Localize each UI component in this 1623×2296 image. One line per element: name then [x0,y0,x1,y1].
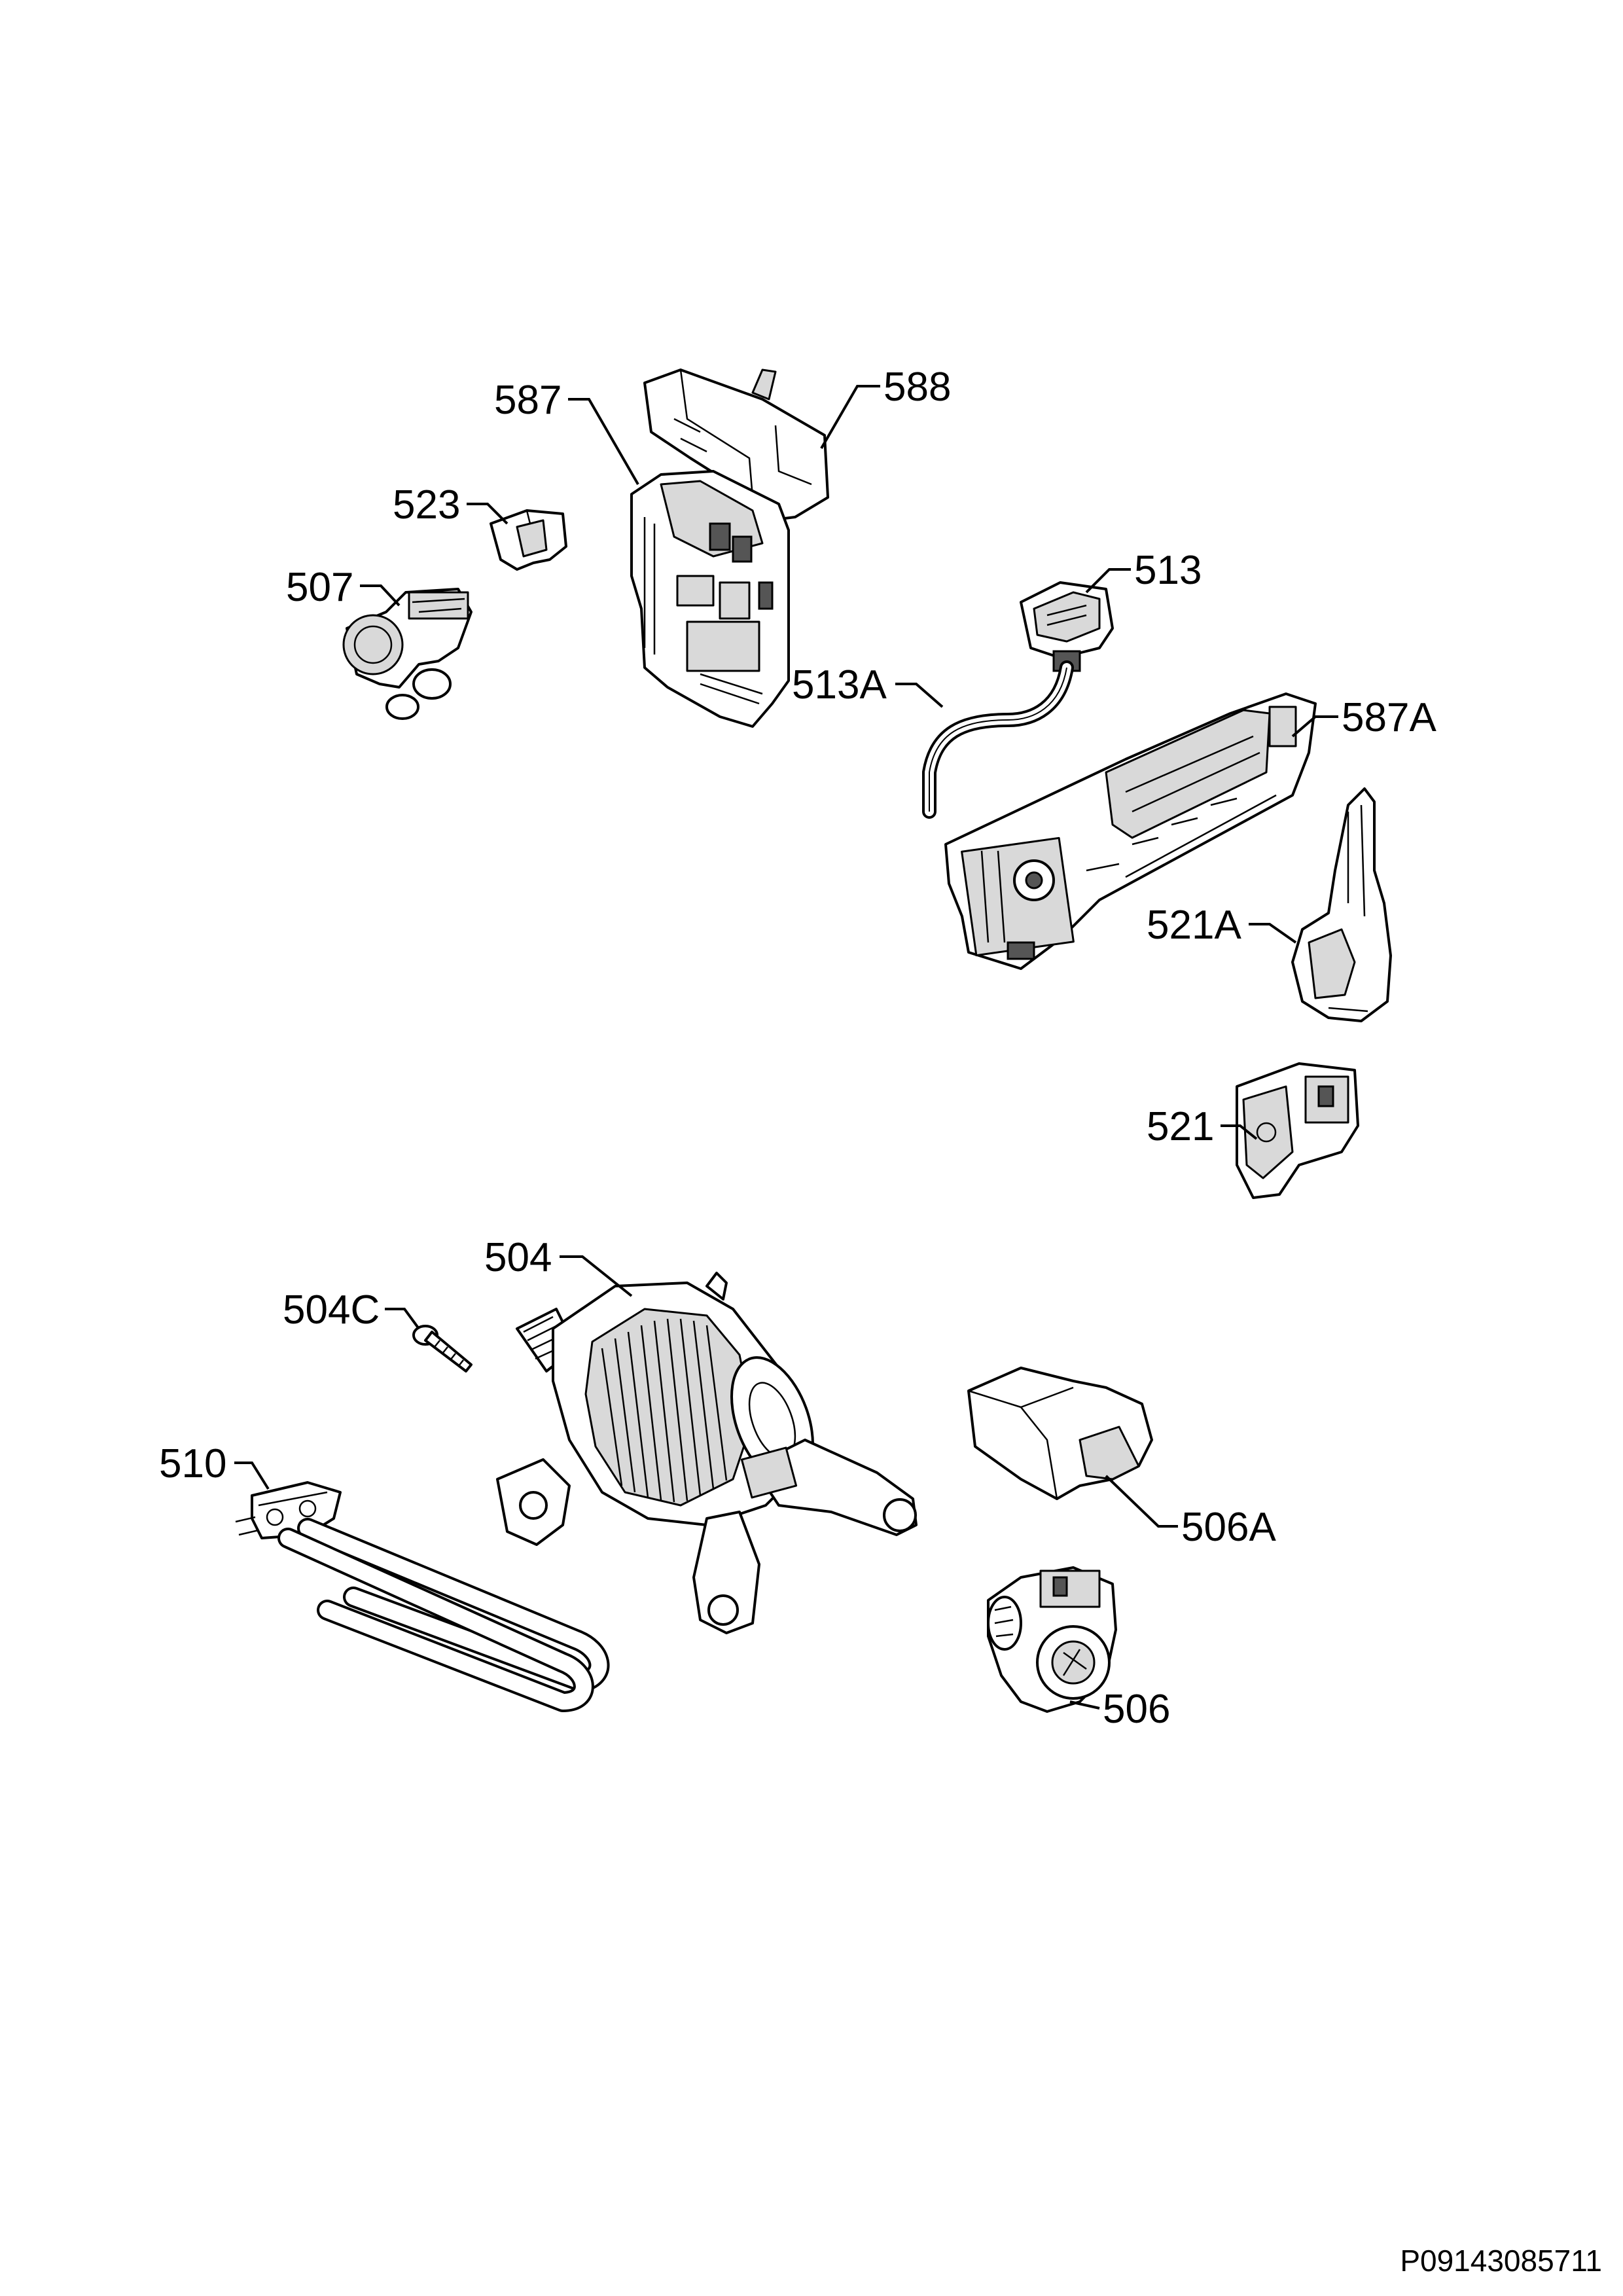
leader-507 [360,584,401,607]
leader-521 [1221,1124,1258,1140]
label-523: 523 [393,482,460,528]
label-504: 504 [484,1235,552,1280]
label-521: 521 [1147,1104,1214,1149]
label-513: 513 [1134,548,1202,593]
label-513A: 513A [792,662,887,708]
leader-504C [385,1308,420,1330]
part-506A-pump-cover [967,1367,1153,1500]
label-521A: 521A [1147,903,1241,948]
part-587-board [630,470,790,728]
leader-521A [1249,923,1297,944]
leader-513 [1085,568,1131,594]
leader-587 [568,398,639,485]
label-587: 587 [494,378,562,423]
leader-lines [234,385,1338,1710]
leader-513A [895,683,944,708]
label-587A: 587A [1342,695,1436,740]
leader-504 [560,1255,633,1297]
label-588: 588 [883,365,951,410]
part-510-heater [235,1481,610,1712]
leader-588 [820,385,880,450]
label-506A: 506A [1181,1505,1276,1550]
part-588-cover [643,368,829,522]
part-513A-harness [922,660,1074,819]
label-504C: 504C [283,1287,380,1333]
label-510: 510 [159,1441,226,1486]
label-507: 507 [286,565,353,610]
part-504-motor [496,1272,918,1634]
part-587A-control-panel [944,692,1317,970]
leader-523 [467,503,508,525]
leader-510 [234,1462,270,1490]
leader-506A [1105,1475,1178,1528]
part-523-clip [490,509,567,571]
part-labels: 587 588 523 507 513 513A 587A 521A 521 5… [159,365,1436,1732]
label-506: 506 [1103,1687,1170,1732]
part-513-selector [1020,581,1114,672]
diagram-code: P09143085711 [1400,2244,1602,2278]
part-504C-screw [412,1325,473,1372]
part-521A-bracket [1291,787,1392,1022]
part-521-door-lock [1236,1062,1359,1199]
leader-506 [1069,1700,1100,1710]
part-506-drain-pump [987,1566,1117,1713]
part-507-valve [342,588,473,720]
leader-587A [1291,715,1338,738]
